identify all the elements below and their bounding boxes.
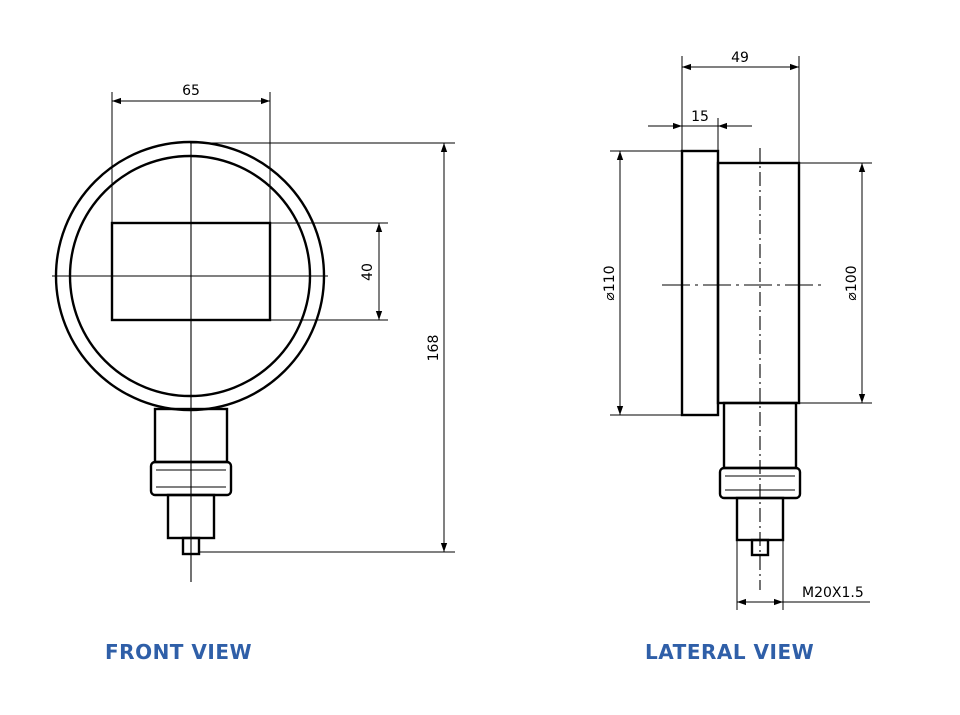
dim-65-label: 65 — [182, 83, 200, 99]
dim-168-label: 168 — [426, 335, 442, 362]
lateral-bezel — [680, 149, 720, 417]
dim-thread-label: M20X1.5 — [802, 585, 864, 601]
lateral-case — [716, 161, 801, 405]
front-view: 65 40 168 — [52, 83, 455, 582]
dim-100-label: ⌀100 — [844, 265, 860, 300]
lateral-view: 49 15 ⌀110 ⌀100 M20X1.5 — [602, 50, 872, 610]
lateral-view-caption: LATERAL VIEW — [645, 640, 815, 664]
dim-15-label: 15 — [691, 109, 709, 125]
dim-49-label: 49 — [731, 50, 749, 66]
dim-40-label: 40 — [360, 263, 376, 281]
front-view-caption: FRONT VIEW — [105, 640, 253, 664]
dim-110-label: ⌀110 — [602, 265, 618, 300]
